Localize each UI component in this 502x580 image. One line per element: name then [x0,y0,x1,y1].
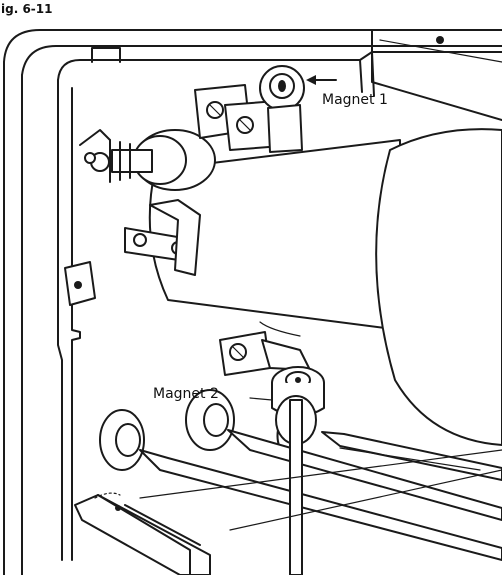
floor-line [229,469,502,531]
chassis-frame [3,29,502,576]
magnet-2-label: Magnet 2 [153,386,219,402]
rods [99,389,502,576]
wall-tab [64,261,96,306]
spring-clip [124,199,201,276]
floor-line [139,449,502,499]
left-bushing [79,129,216,191]
magnet-1-assembly [194,65,337,153]
magnet-1-label: Magnet 1 [322,92,388,108]
cylinder-body [148,128,502,446]
bottom-channel [74,492,211,576]
figure-caption: ig. 6-11 [1,2,52,16]
magnet-2-assembly [219,331,325,461]
